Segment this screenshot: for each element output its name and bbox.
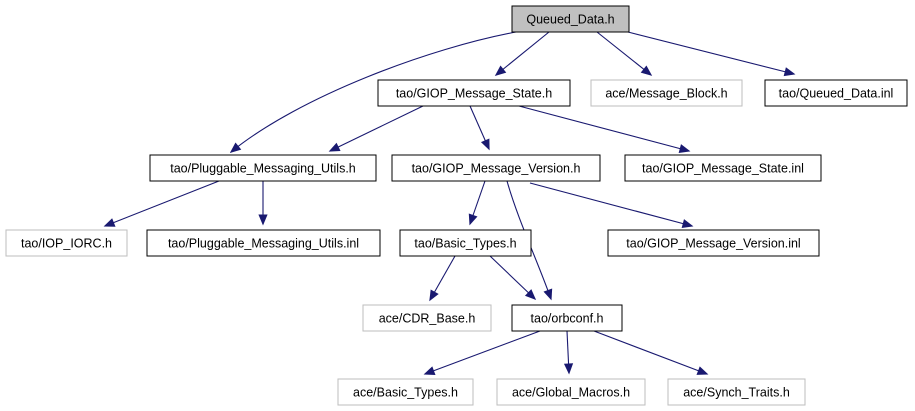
- edge-arrowhead: [543, 288, 553, 301]
- edge-arrowhead: [229, 142, 242, 153]
- edge-arrowhead: [103, 218, 116, 227]
- dependency-edge: [596, 31, 653, 76]
- dependency-edge: [258, 181, 268, 226]
- edge-arrowhead: [429, 289, 439, 302]
- edge-arrowhead: [563, 363, 574, 375]
- graph-node-queued_data_inl[interactable]: tao/Queued_Data.inl: [764, 79, 908, 107]
- graph-node-iop_iorc_h[interactable]: tao/IOP_IORC.h: [5, 229, 128, 257]
- node-box[interactable]: [399, 229, 532, 257]
- node-box[interactable]: [511, 5, 630, 33]
- node-box[interactable]: [607, 229, 820, 257]
- node-label: tao/GIOP_Message_State.inl: [642, 161, 804, 175]
- graph-node-ace_msg_block_h[interactable]: ace/Message_Block.h: [590, 79, 743, 107]
- node-box[interactable]: [667, 378, 806, 406]
- node-label: ace/Synch_Traits.h: [683, 385, 790, 399]
- edge-arrowhead: [328, 142, 341, 152]
- dependency-edge: [423, 330, 541, 375]
- edge-arrowhead: [494, 65, 507, 76]
- edge-arrowhead: [423, 366, 436, 375]
- graph-node-queued_data_h[interactable]: Queued_Data.h: [511, 5, 630, 33]
- edge-arrowhead: [524, 289, 537, 301]
- node-box[interactable]: [496, 378, 646, 406]
- node-box[interactable]: [337, 378, 474, 406]
- graph-node-plug_msg_utils_h[interactable]: tao/Pluggable_Messaging_Utils.h: [149, 154, 377, 182]
- node-label: tao/Pluggable_Messaging_Utils.h: [170, 161, 356, 175]
- graph-node-giop_msg_version_h[interactable]: tao/GIOP_Message_Version.h: [391, 154, 601, 182]
- node-label: ace/CDR_Base.h: [379, 311, 476, 325]
- dependency-edge: [429, 255, 456, 302]
- dependency-edge: [328, 105, 424, 152]
- dependency-edge: [529, 182, 694, 229]
- graph-node-tao_orbconf_h[interactable]: tao/orbconf.h: [511, 304, 623, 332]
- node-label: ace/Basic_Types.h: [353, 385, 458, 399]
- graph-node-ace_global_macros_h[interactable]: ace/Global_Macros.h: [496, 378, 646, 406]
- node-box[interactable]: [362, 304, 492, 332]
- node-box[interactable]: [511, 304, 623, 332]
- node-label: tao/GIOP_Message_State.h: [396, 86, 552, 100]
- node-label: ace/Global_Macros.h: [512, 385, 630, 399]
- dependency-edge: [494, 31, 550, 76]
- edge-arrowhead: [783, 67, 796, 77]
- edge-arrowhead: [696, 366, 709, 375]
- graph-node-ace_basic_types_h[interactable]: ace/Basic_Types.h: [337, 378, 474, 406]
- node-label: Queued_Data.h: [526, 12, 614, 26]
- dependency-edge: [489, 255, 537, 301]
- edge-arrowhead: [681, 219, 694, 229]
- node-box[interactable]: [391, 154, 601, 182]
- dependency-edge: [627, 31, 796, 77]
- dependency-edge: [468, 180, 486, 226]
- node-box[interactable]: [624, 154, 822, 182]
- node-label: ace/Message_Block.h: [605, 86, 727, 100]
- graph-node-plug_msg_utils_inl[interactable]: tao/Pluggable_Messaging_Utils.inl: [146, 229, 381, 257]
- node-box[interactable]: [590, 79, 743, 107]
- node-label: tao/orbconf.h: [531, 311, 604, 325]
- node-box[interactable]: [377, 79, 571, 107]
- edge-arrowhead: [480, 138, 490, 151]
- edge-arrowhead: [678, 144, 691, 154]
- node-label: tao/Basic_Types.h: [414, 236, 516, 250]
- graph-node-basic_types_h[interactable]: tao/Basic_Types.h: [399, 229, 532, 257]
- edge-arrowhead: [468, 213, 478, 226]
- dependency-edge: [229, 31, 517, 153]
- graph-node-giop_msg_state_h[interactable]: tao/GIOP_Message_State.h: [377, 79, 571, 107]
- dependency-edge: [593, 330, 709, 375]
- edge-arrowhead: [640, 65, 653, 76]
- graph-node-ace_cdr_base_h[interactable]: ace/CDR_Base.h: [362, 304, 492, 332]
- node-box[interactable]: [149, 154, 377, 182]
- dependency-edge: [518, 105, 691, 154]
- dependency-edge: [469, 105, 490, 151]
- node-label: tao/GIOP_Message_Version.h: [412, 161, 581, 175]
- node-label: tao/GIOP_Message_Version.inl: [626, 236, 800, 250]
- dependency-edge: [103, 180, 220, 227]
- node-label: tao/Queued_Data.inl: [779, 86, 894, 100]
- node-label: tao/Pluggable_Messaging_Utils.inl: [168, 236, 359, 250]
- node-box[interactable]: [764, 79, 908, 107]
- graph-node-giop_msg_version_inl[interactable]: tao/GIOP_Message_Version.inl: [607, 229, 820, 257]
- node-box[interactable]: [146, 229, 381, 257]
- node-box[interactable]: [5, 229, 128, 257]
- dependency-edge: [563, 330, 574, 375]
- node-label: tao/IOP_IORC.h: [21, 236, 112, 250]
- edge-layer: [103, 31, 796, 375]
- edge-arrowhead: [258, 214, 268, 226]
- graph-node-ace_synch_traits_h[interactable]: ace/Synch_Traits.h: [667, 378, 806, 406]
- graph-node-giop_msg_state_inl[interactable]: tao/GIOP_Message_State.inl: [624, 154, 822, 182]
